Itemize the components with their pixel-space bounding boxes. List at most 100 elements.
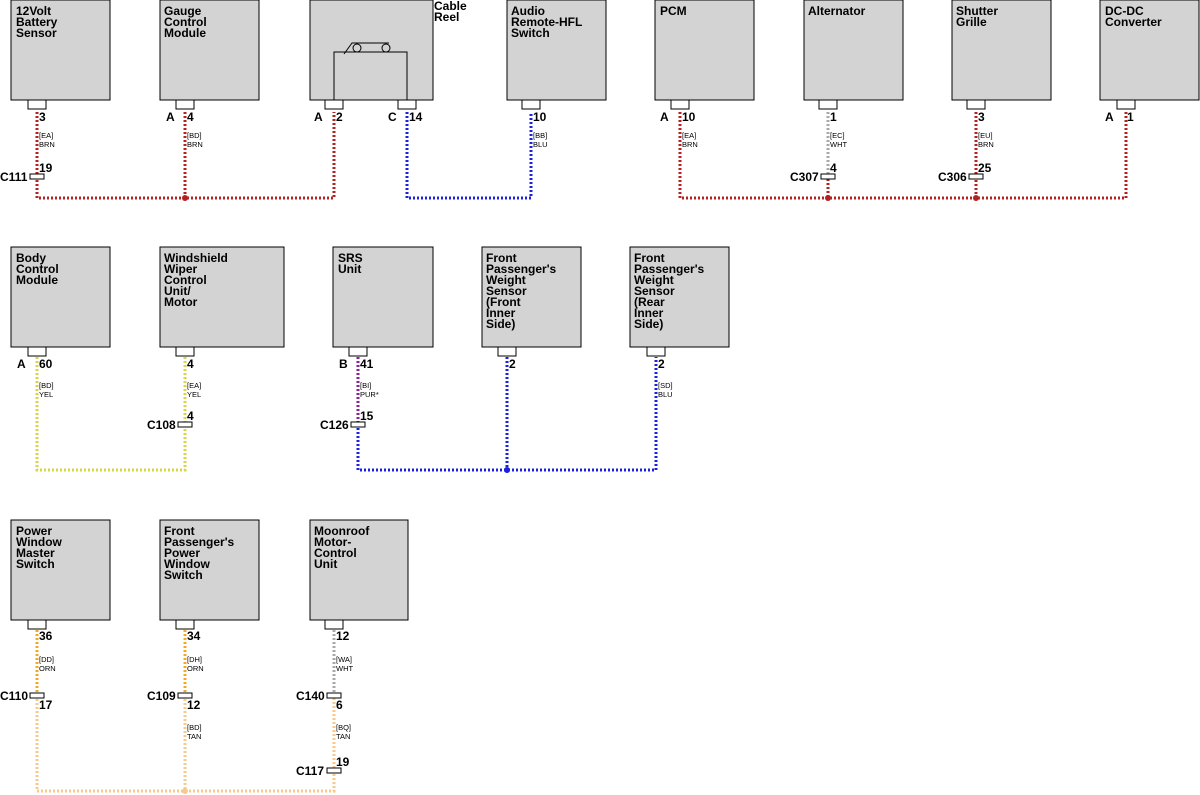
splice-point	[182, 195, 188, 201]
connector-side-letter: A	[660, 110, 669, 124]
wire-code-label: [DD]	[39, 655, 54, 664]
wire-code-label: [BQ]	[336, 723, 351, 732]
wire-color-label: YEL	[187, 390, 201, 399]
splice-point	[182, 788, 188, 794]
inline-connector-name: C108	[147, 418, 176, 432]
inline-connector-symbols	[29, 173, 984, 774]
wire-color-label: BLU	[658, 390, 673, 399]
can-network-brown-right	[678, 112, 1128, 200]
inline-connector-symbol	[177, 692, 193, 699]
pin-number: 12	[336, 629, 350, 643]
connector-side-letter: A	[1105, 110, 1114, 124]
wire-labels: [EA] BRN [BD] BRN [BB] BLU [EA] BRN [EC]…	[39, 131, 994, 741]
splice-point	[504, 467, 510, 473]
module-box-audio	[506, 0, 607, 101]
inline-connector-name: C109	[147, 689, 176, 703]
wire-color-label: PUR*	[360, 390, 379, 399]
inline-connector-pin: 4	[187, 409, 194, 423]
inline-connector-pin: 12	[187, 698, 201, 712]
inline-connector-name: C307	[790, 170, 819, 184]
wire-code-label: [WA]	[336, 655, 352, 664]
inline-connector-pin: 15	[360, 409, 374, 423]
module-connector	[175, 619, 195, 630]
pin-number: 41	[360, 357, 374, 371]
module-connector	[818, 99, 838, 110]
tan-network	[35, 695, 336, 793]
pin-number: 2	[658, 357, 665, 371]
connector-side-letter: A	[17, 357, 26, 371]
module-box-pcm	[654, 0, 755, 101]
inline-connector-name: C111	[0, 170, 28, 184]
pin-number: 1	[1127, 110, 1134, 124]
wire-color-label: WHT	[336, 664, 353, 673]
wire-code-label: [SD]	[658, 381, 673, 390]
wire-color-label: BRN	[39, 140, 55, 149]
wire-color-label: ORN	[39, 664, 56, 673]
pin-number: 14	[409, 110, 423, 124]
module-box-moonroof	[309, 519, 409, 621]
pin-number: 4	[187, 110, 194, 124]
wire-color-label: BRN	[682, 140, 698, 149]
module-connector	[175, 99, 195, 110]
inline-connector-name: C110	[0, 689, 28, 703]
module-connector	[27, 619, 47, 630]
wire-code-label: [EA]	[39, 131, 53, 140]
pin-number: 10	[682, 110, 696, 124]
inline-connector-name: C306	[938, 170, 967, 184]
wire-code-label: [BB]	[533, 131, 547, 140]
wire-code-label: [BD]	[187, 723, 202, 732]
module-connector	[175, 346, 195, 357]
module-box-wiper	[159, 246, 285, 348]
inline-connector-name: C140	[296, 689, 325, 703]
inline-connector-symbol	[29, 173, 45, 180]
module-connector	[324, 619, 344, 630]
module-box-batt	[10, 0, 111, 101]
module-box-cable	[309, 0, 434, 101]
module-title-pcm: PCM	[660, 4, 687, 18]
splice-point	[825, 195, 831, 201]
inline-connector-symbol	[820, 173, 836, 180]
inline-connector-symbol	[177, 421, 193, 428]
module-connectors	[27, 99, 1136, 630]
module-connector	[397, 99, 417, 110]
wire-color-label: ORN	[187, 664, 204, 673]
module-title-alt: Alternator	[808, 4, 866, 18]
module-box-fpws-front	[481, 246, 582, 348]
wire-code-label: [EC]	[830, 131, 845, 140]
wire-code-label: [EA]	[187, 381, 201, 390]
wire-code-label: [BD]	[187, 131, 202, 140]
cable-reel-switch-symbol	[333, 42, 408, 100]
splice-point	[973, 195, 979, 201]
inline-connector-symbol	[326, 692, 342, 699]
module-connector	[521, 99, 541, 110]
module-connector	[348, 346, 368, 357]
module-box-pwms	[10, 519, 111, 621]
module-box-alt	[803, 0, 904, 101]
module-connector	[324, 99, 344, 110]
module-box-fpws-rear	[629, 246, 730, 348]
module-boxes	[10, 0, 1200, 621]
module-box-srs	[332, 246, 434, 348]
inline-connector-symbol	[29, 692, 45, 699]
wire-color-label: BRN	[187, 140, 203, 149]
srs-blue-network	[356, 357, 658, 472]
inline-connector-symbol	[968, 173, 984, 180]
inline-connector-pin: 6	[336, 698, 343, 712]
lin-network-yellow	[35, 357, 187, 472]
pin-number: 2	[509, 357, 516, 371]
wire-color-label: BRN	[978, 140, 994, 149]
module-box-dcdc	[1099, 0, 1200, 101]
connector-side-letter: A	[166, 110, 175, 124]
wire-code-label: [EA]	[682, 131, 696, 140]
inline-connector-pin: 25	[978, 161, 992, 175]
connector-side-letter: C	[388, 110, 397, 124]
